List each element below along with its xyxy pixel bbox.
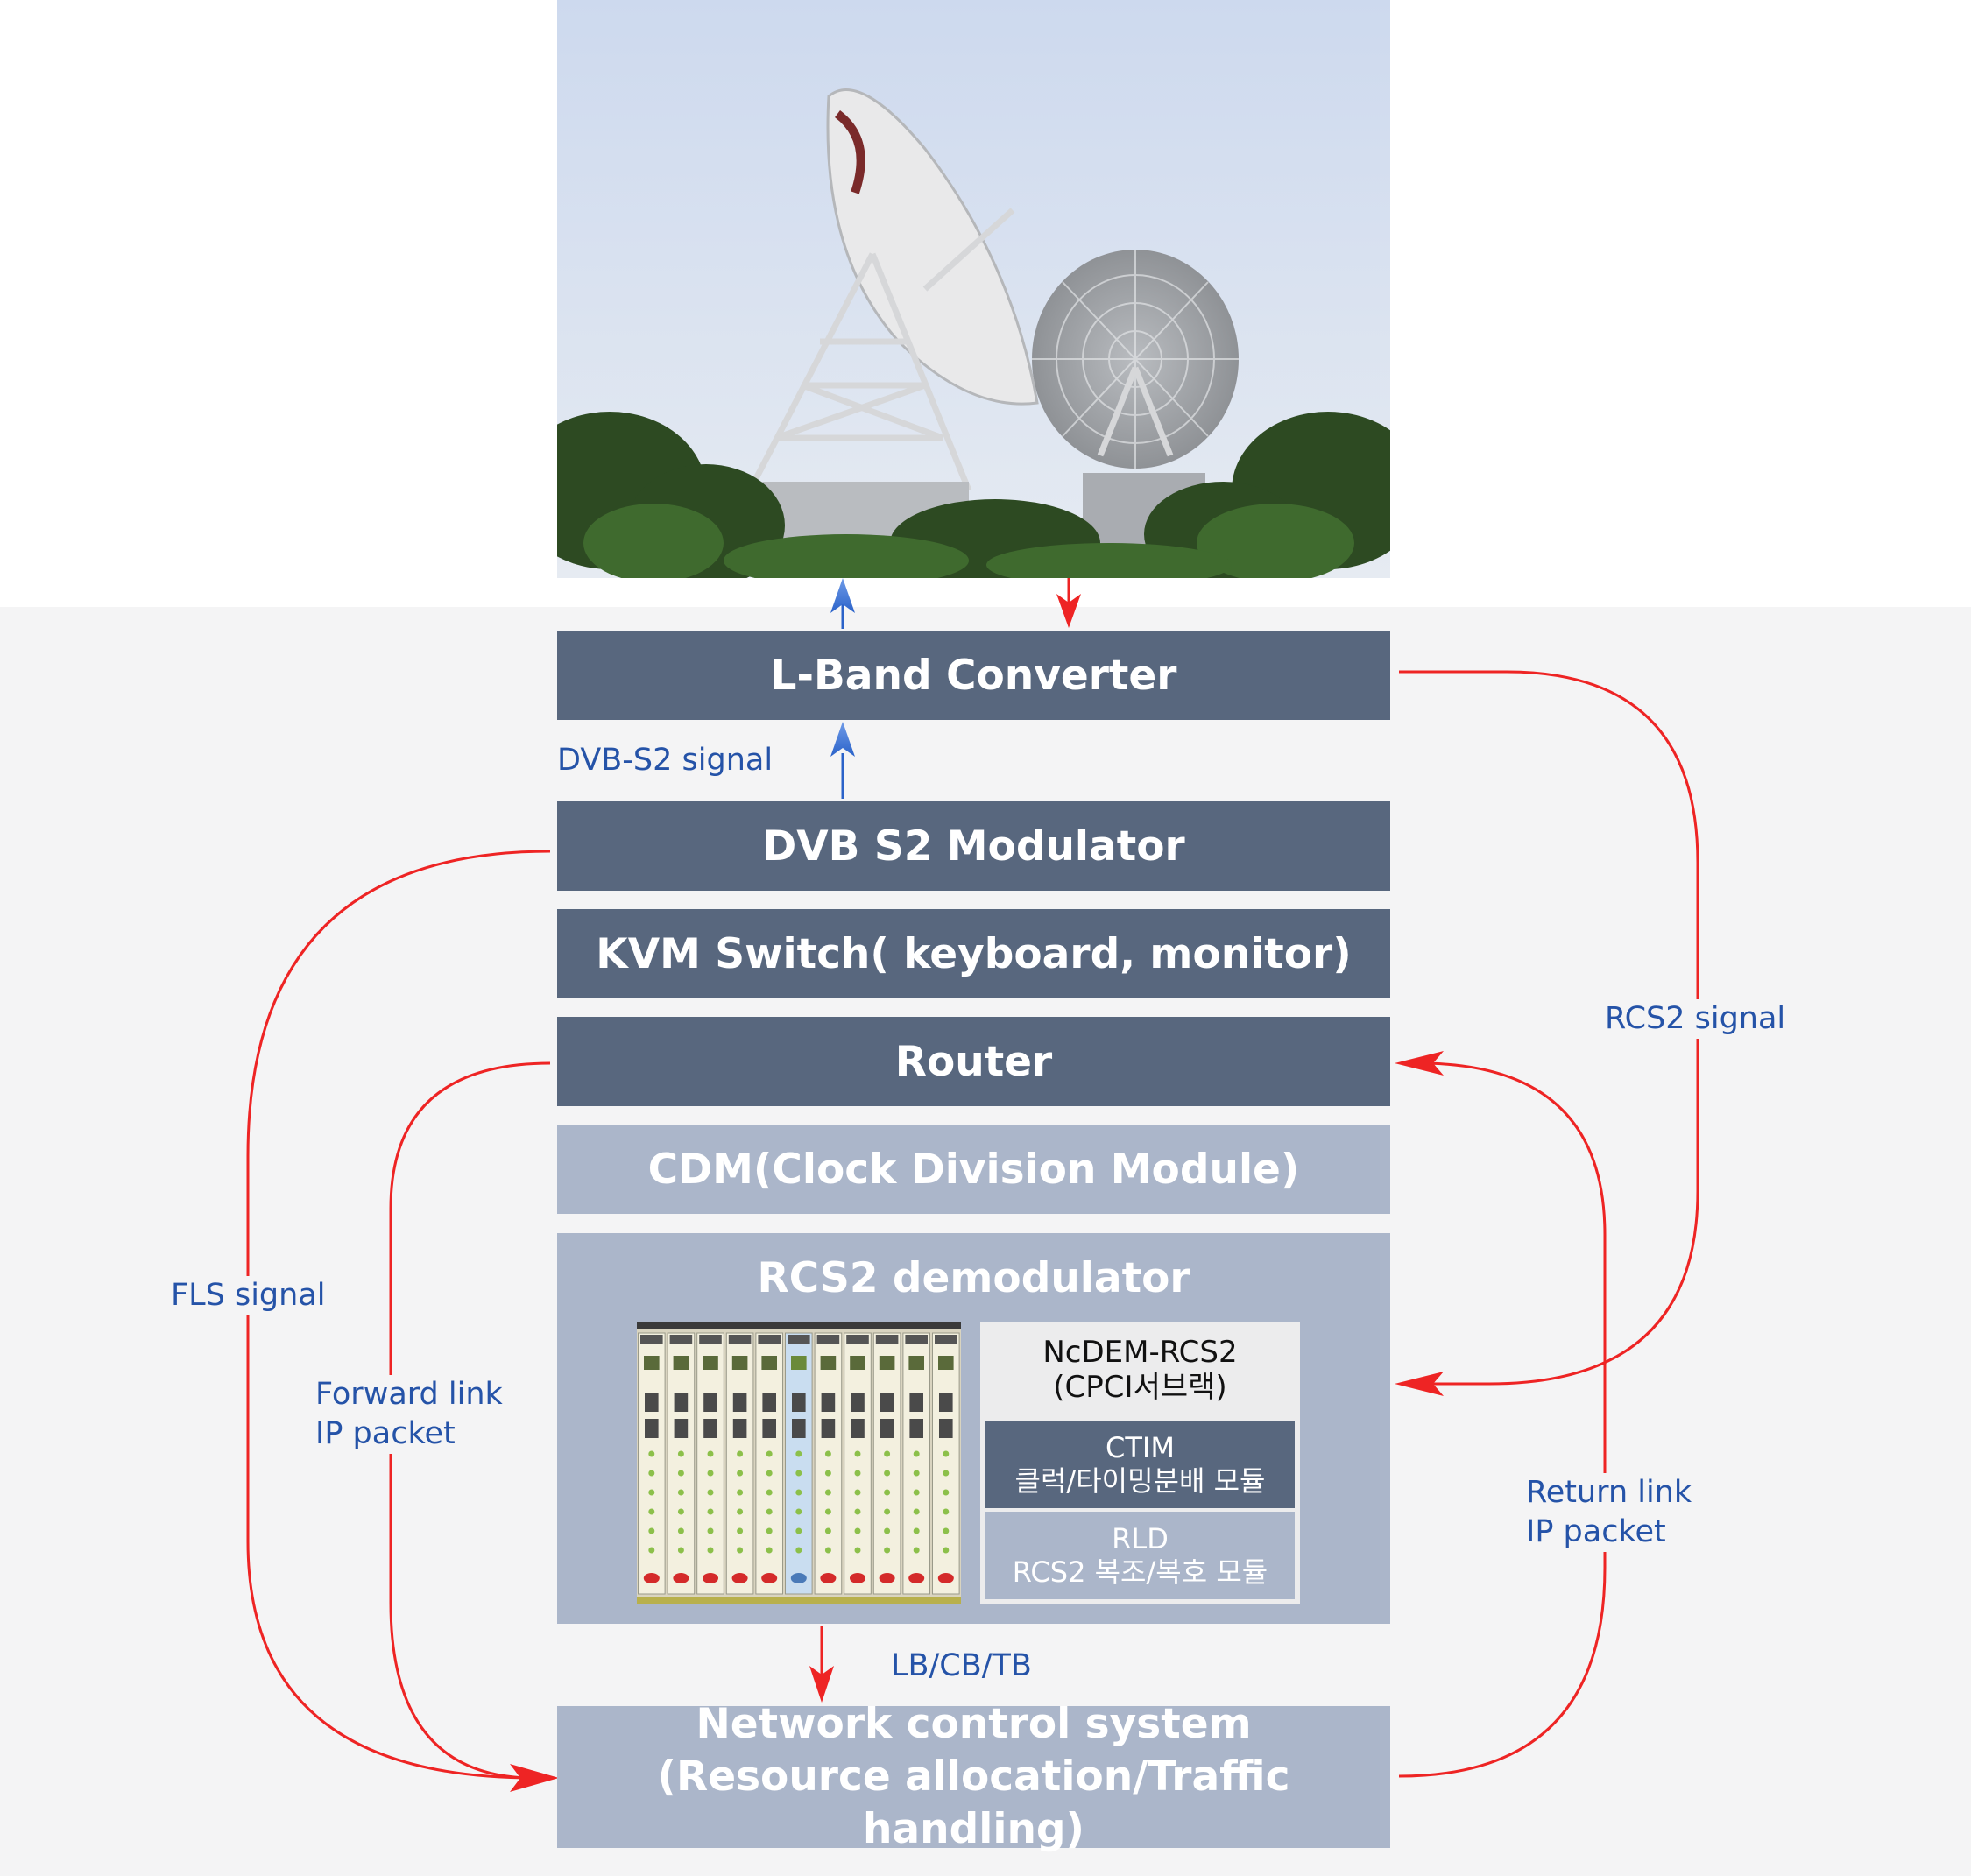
return-link-label: Return link IP packet (1526, 1473, 1692, 1552)
router-block: Router (557, 1017, 1390, 1106)
dvb-s2-modulator-block: DVB S2 Modulator (557, 801, 1390, 891)
l-band-converter-block: L-Band Converter (557, 631, 1390, 720)
l-band-converter-label: L-Band Converter (770, 651, 1177, 700)
rcs2-signal-label: RCS2 signal (1605, 999, 1786, 1039)
rld-module: RLD RCS2 복조/복호 모듈 (986, 1512, 1295, 1599)
ncdem-rcs2-panel: NcDEM-RCS2 (CPCI서브랙) CTIM 클럭/타이밍분배 모듈 RL… (980, 1322, 1300, 1604)
cdm-block: CDM(Clock Division Module) (557, 1125, 1390, 1214)
cdm-label: CDM(Clock Division Module) (647, 1145, 1300, 1194)
rld-label: RLD RCS2 복조/복호 모듈 (1012, 1522, 1268, 1589)
cpci-subrack-photo (637, 1322, 961, 1604)
dvb-s2-signal-label: DVB-S2 signal (557, 743, 774, 778)
fls-signal-label: FLS signal (171, 1276, 326, 1315)
ncs-title: Network control system (696, 1700, 1252, 1748)
ncs-subtitle: (Resource allocation/Traffic handling) (657, 1753, 1290, 1853)
ctim-module: CTIM 클럭/타이밍분배 모듈 (986, 1421, 1295, 1508)
network-control-system-block: Network control system (Resource allocat… (557, 1700, 1390, 1853)
ncdem-rcs2-title: NcDEM-RCS2 (CPCI서브랙) (1042, 1335, 1238, 1405)
dvb-s2-modulator-label: DVB S2 Modulator (762, 822, 1185, 871)
rcs2-demodulator-label: RCS2 demodulator (757, 1254, 1190, 1302)
ctim-label: CTIM 클럭/타이밍분배 모듈 (1014, 1431, 1266, 1498)
satellite-antenna-photo (557, 0, 1390, 578)
kvm-switch-label: KVM Switch( keyboard, monitor) (596, 929, 1352, 978)
router-label: Router (894, 1037, 1053, 1086)
lb-cb-tb-label: LB/CB/TB (891, 1648, 1032, 1683)
forward-link-label: Forward link IP packet (315, 1375, 503, 1454)
kvm-switch-block: KVM Switch( keyboard, monitor) (557, 909, 1390, 998)
